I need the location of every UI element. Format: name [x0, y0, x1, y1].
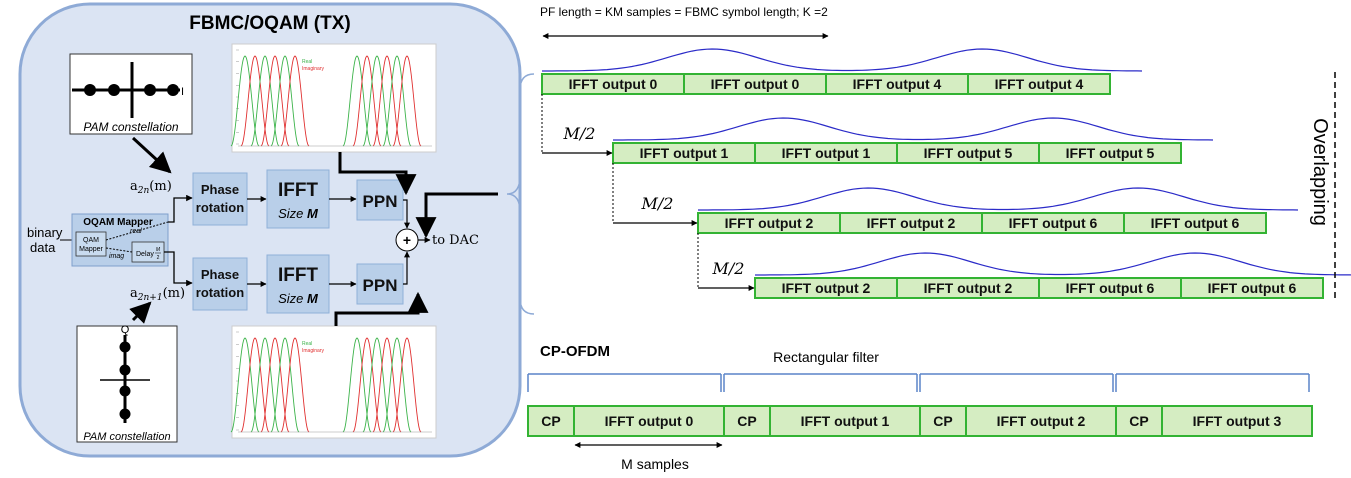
cp-output-cell-3 — [1161, 405, 1313, 437]
spectrum-plot-top: Real Imaginary — [230, 43, 437, 153]
cp-label: CP — [1129, 413, 1148, 429]
ppn-block-bottom: PPN — [356, 263, 404, 305]
brace — [506, 73, 535, 315]
fbmc-cell-label: IFFT output 6 — [1009, 215, 1098, 231]
fbmc-cell-label: IFFT output 6 — [1208, 280, 1297, 296]
fbmc-rows: IFFT output 0 IFFT output 0 IFFT output 4 I… — [541, 48, 1351, 299]
pam-constellation-top: I PAM constellation — [69, 53, 193, 135]
pf-length-label: PF length = KM samples = FBMC symbol len… — [540, 5, 828, 19]
qam-mapper-label-1: QAM — [83, 237, 99, 244]
qam-mapper-label-2: Mapper — [79, 246, 103, 253]
legend-real-top: Real — [302, 59, 312, 65]
phase-rotation-bottom: Phase rotation — [192, 257, 248, 311]
waveform-1 — [613, 117, 1214, 141]
fbmc-cell-label: IFFT output 4 — [995, 76, 1084, 92]
m-half-label: M/2 — [563, 124, 596, 143]
svg-text:Phase: Phase — [201, 182, 239, 197]
svg-text:rotation: rotation — [196, 200, 244, 215]
fbmc-row-1: IFFT output 1 IFFT output 1 IFFT output 5 I… — [541, 94, 1214, 164]
ifft-block-top: IFFT Size M — [266, 169, 330, 229]
fbmc-cell-label: IFFT output 6 — [1151, 215, 1240, 231]
adder-symbol: + — [403, 232, 411, 248]
rect-filter-label: Rectangular filter — [773, 349, 879, 365]
cp-label: CP — [933, 413, 952, 429]
m-half-label: M/2 — [641, 194, 674, 213]
cp-label: CP — [541, 413, 560, 429]
cp-output-label: IFFT output 0 — [605, 413, 694, 429]
fbmc-cell-0-3 — [967, 73, 1111, 95]
m-half-label: M/2 — [712, 259, 745, 278]
fbmc-cell-label: IFFT output 5 — [924, 145, 1013, 161]
oqam-mapper: OQAM Mapper QAM Mapper real imag Delay M… — [71, 213, 169, 267]
cp-output-label: IFFT output 2 — [997, 413, 1086, 429]
pam-bottom-axis-label: Q — [121, 324, 130, 336]
cp-output-label: IFFT output 3 — [1193, 413, 1282, 429]
overlapping-label: Overlapping — [1309, 118, 1331, 226]
svg-text:IFFT: IFFT — [278, 180, 318, 201]
waveform-0 — [542, 48, 1143, 72]
cp-label: CP — [737, 413, 756, 429]
spectrum-plot-bottom: Real Imaginary — [230, 325, 437, 439]
fbmc-cell-3-3 — [1180, 277, 1324, 299]
cp-cell-2 — [919, 405, 967, 437]
fbmc-cell-label: IFFT output 0 — [569, 76, 658, 92]
cp-output-cell-0 — [573, 405, 725, 437]
phase-rotation-top: Phase rotation — [192, 172, 248, 226]
waveform-2 — [698, 187, 1299, 211]
svg-text:Phase: Phase — [201, 267, 239, 282]
fbmc-cell-label: IFFT output 2 — [782, 280, 871, 296]
legend-real-bottom: Real — [302, 341, 312, 347]
fbmc-cell-label: IFFT output 2 — [725, 215, 814, 231]
svg-text:Size M: Size M — [278, 291, 319, 306]
tx-title: FBMC/OQAM (TX) — [189, 13, 350, 34]
fbmc-row-2: IFFT output 2 IFFT output 2 IFFT output 6 I… — [612, 163, 1299, 234]
arrow-pam-top — [131, 136, 172, 174]
svg-text:Size M: Size M — [278, 206, 319, 221]
ifft-block-bottom: IFFT Size M — [266, 254, 330, 314]
svg-text:PPN: PPN — [363, 276, 398, 295]
pam-bottom-caption: PAM constellation — [83, 431, 170, 443]
fbmc-cell-1-3 — [1038, 142, 1182, 164]
fbmc-row-0: IFFT output 0 IFFT output 0 IFFT output 4 I… — [541, 48, 1143, 95]
pam-top-axis-label: I — [181, 86, 184, 98]
legend-imag-top: Imaginary — [302, 66, 324, 72]
binary-label-2: data — [30, 240, 56, 255]
cpofdm-title: CP-OFDM — [540, 343, 610, 360]
waveform-3 — [755, 252, 1351, 276]
svg-text:M: M — [156, 247, 161, 253]
fbmc-cell-label: IFFT output 2 — [867, 215, 956, 231]
fbmc-row-3: IFFT output 2 IFFT output 2 IFFT output 6 I… — [697, 233, 1351, 299]
pam-constellation-bottom: Q PAM constellation — [76, 324, 178, 443]
ppn-block-top: PPN — [356, 179, 404, 221]
to-dac-label: to DAC — [432, 233, 479, 248]
svg-text:PPN: PPN — [363, 192, 398, 211]
svg-text:IFFT: IFFT — [278, 265, 318, 286]
symbol-a-2n: a2n(m) — [130, 179, 172, 196]
cp-output-label: IFFT output 1 — [801, 413, 890, 429]
real-label: real — [130, 228, 142, 235]
fbmc-cell-label: IFFT output 4 — [853, 76, 942, 92]
fbmc-cell-2-3 — [1123, 212, 1267, 234]
arrow-pam-bottom — [129, 301, 152, 324]
fbmc-cell-label: IFFT output 1 — [782, 145, 871, 161]
cp-cell-1 — [723, 405, 771, 437]
fbmc-cell-label: IFFT output 1 — [640, 145, 729, 161]
cpofdm-row: CP IFFT output 0 CP IFFT output 1 CP IFFT out… — [527, 373, 1313, 437]
fbmc-cell-label: IFFT output 6 — [1066, 280, 1155, 296]
pam-top-caption: PAM constellation — [83, 120, 178, 134]
fbmc-cell-label: IFFT output 2 — [924, 280, 1013, 296]
oqam-mapper-label: OQAM Mapper — [83, 217, 153, 228]
m-samples-label: M samples — [621, 456, 689, 472]
fbmc-cell-label: IFFT output 5 — [1066, 145, 1155, 161]
symbol-a-2n-plus-1: a2n+1(m) — [130, 286, 185, 303]
svg-text:rotation: rotation — [196, 285, 244, 300]
fbmc-cell-label: IFFT output 0 — [711, 76, 800, 92]
legend-imag-bottom: Imaginary — [302, 348, 324, 354]
binary-label-1: binary — [27, 225, 63, 240]
delay-label: Delay — [136, 251, 154, 258]
svg-text:2: 2 — [157, 255, 160, 261]
imag-label: imag — [109, 253, 124, 260]
